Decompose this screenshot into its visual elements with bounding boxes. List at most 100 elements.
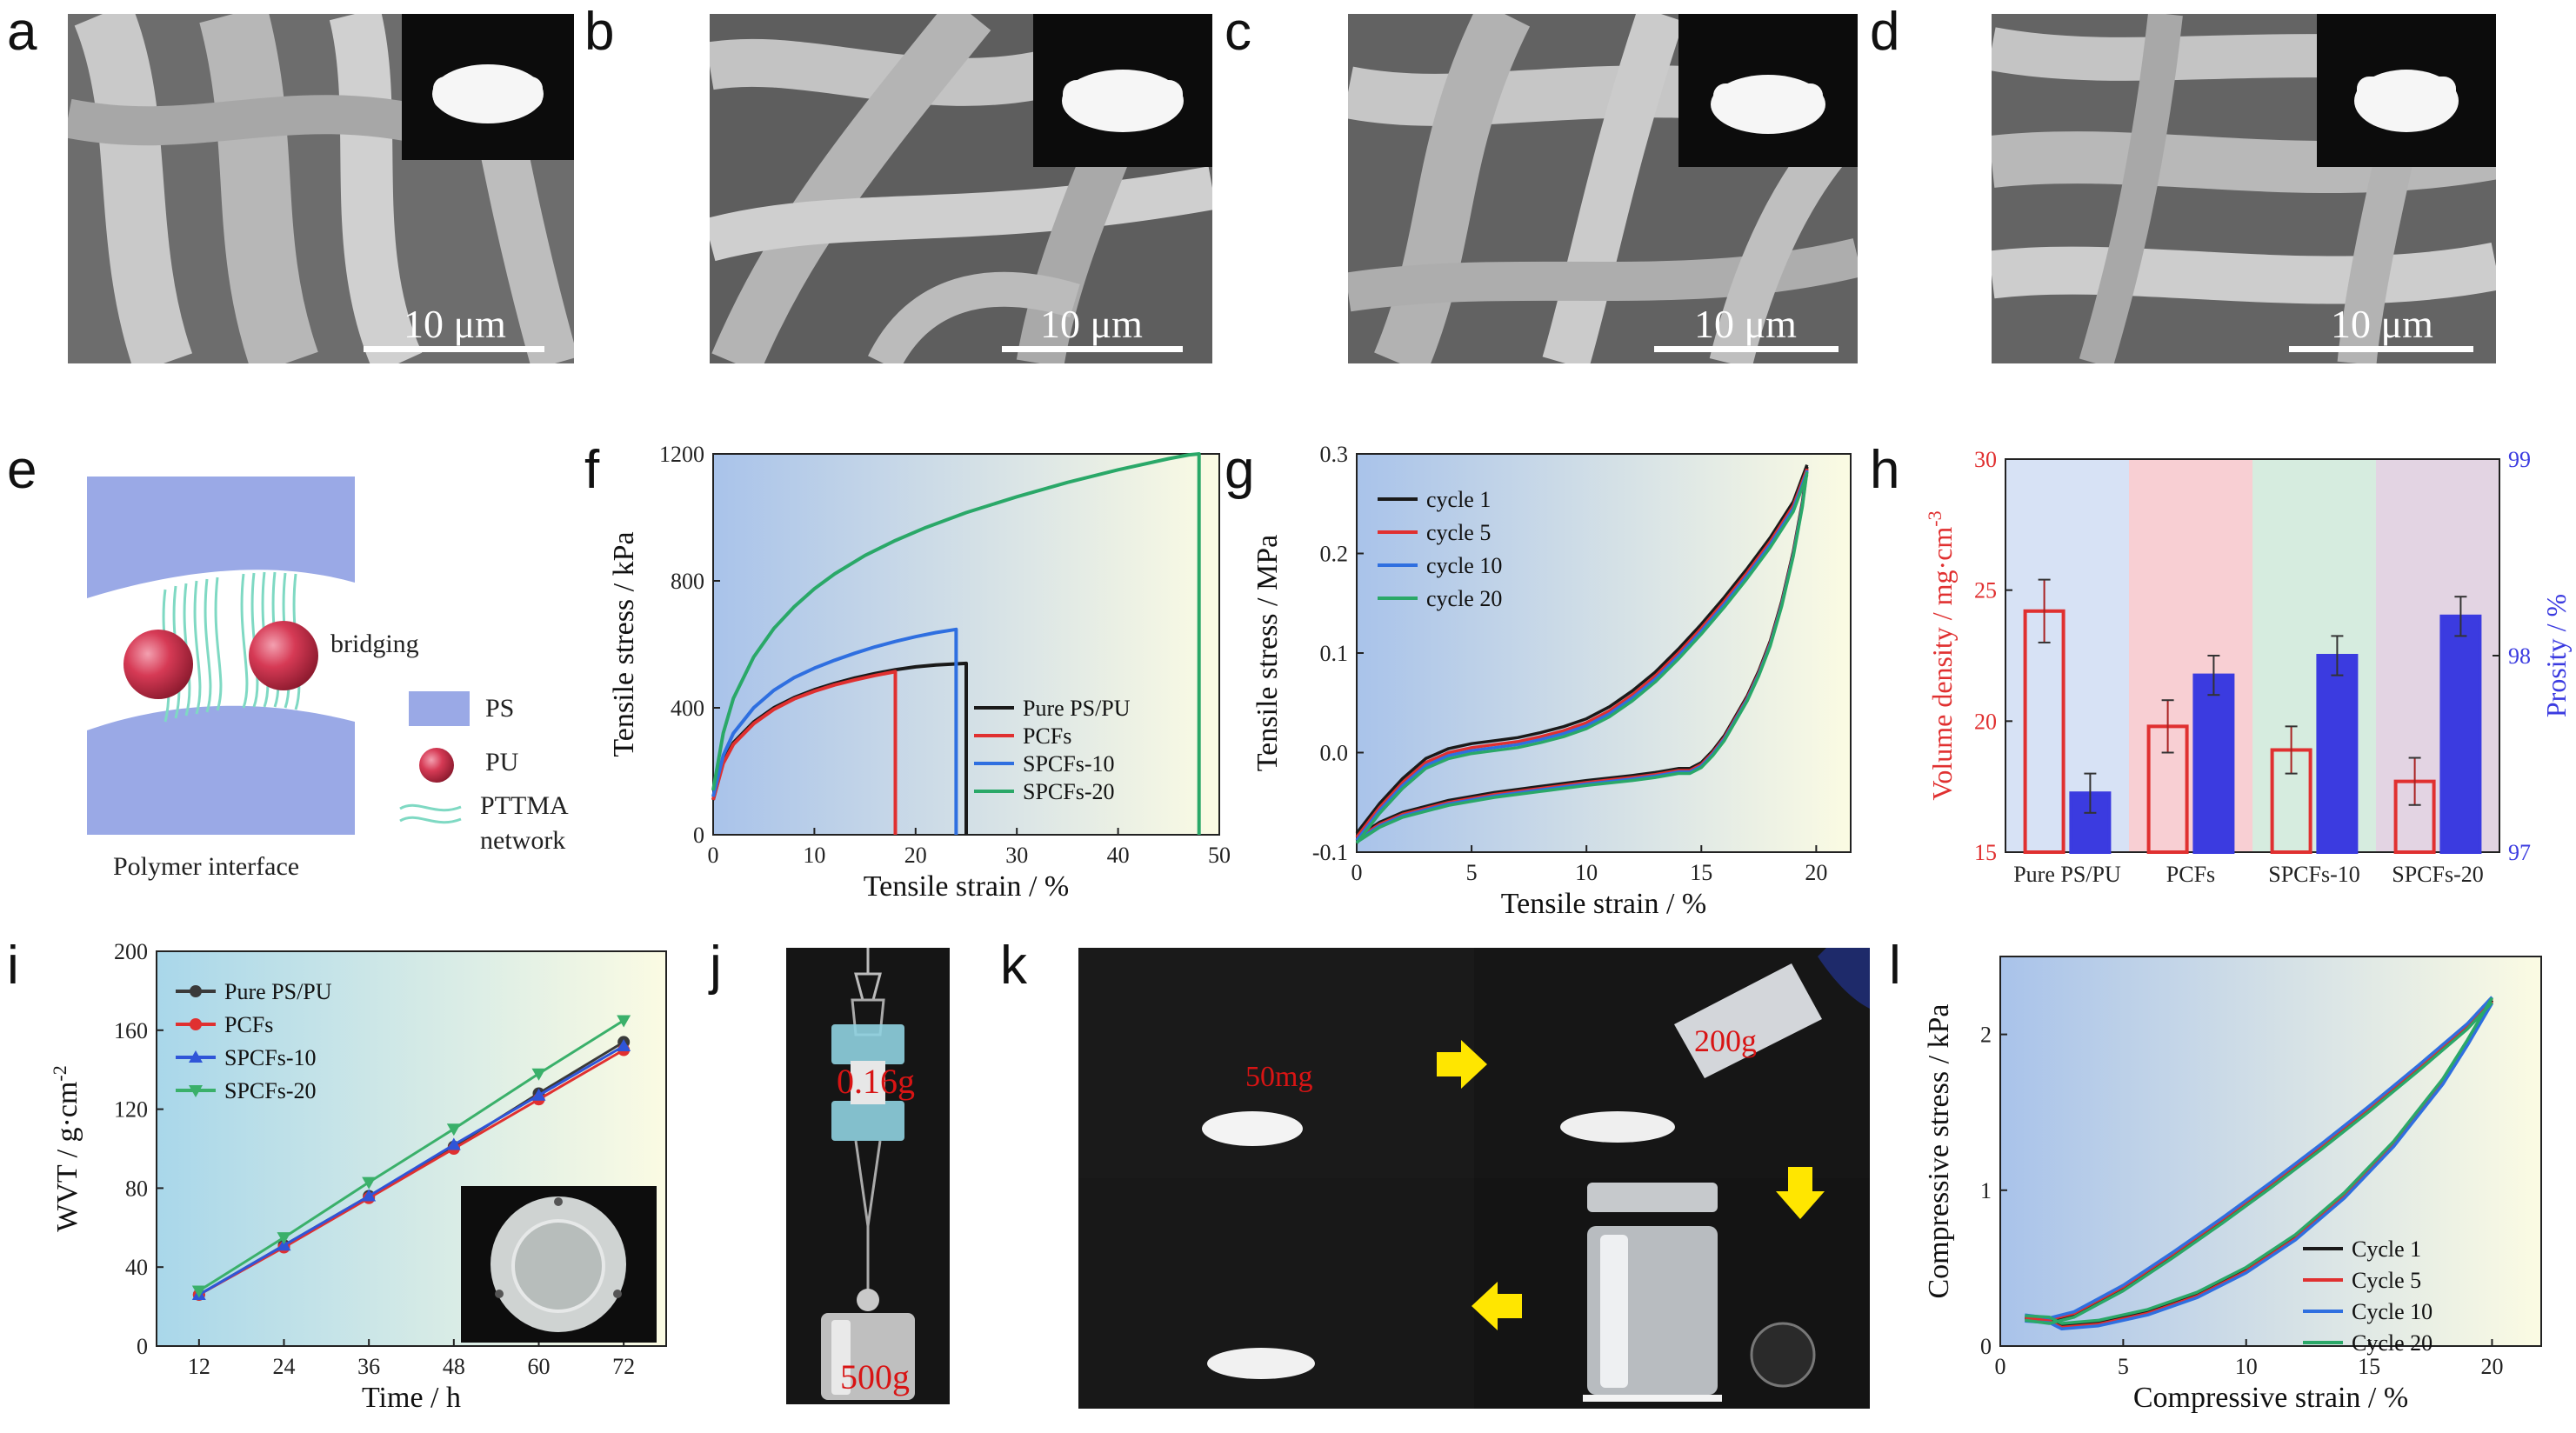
label-500g: 500g [840, 1357, 910, 1396]
data-point [190, 985, 202, 997]
x-tick-label: 36 [357, 1354, 380, 1379]
data-point [362, 1189, 377, 1202]
scale-bar [364, 346, 544, 352]
y2-tick-label: 99 [2508, 447, 2531, 472]
foam-photo-inset [402, 14, 574, 160]
loading-curve-cycle 1 [1355, 463, 1809, 835]
panel-letter-k: k [1000, 936, 1027, 996]
panel-letter-l: l [1889, 936, 1901, 996]
foam-sample [1207, 1348, 1315, 1379]
scale-bar [1654, 346, 1839, 352]
legend-label: cycle 10 [1426, 553, 1502, 578]
legend-pttma-swatch [399, 803, 462, 824]
data-point [617, 1038, 631, 1051]
y-tick-label: 30 [1974, 447, 1997, 472]
legend-network-label: network [480, 826, 566, 855]
x-tick-label: 48 [443, 1354, 465, 1379]
x-tick-label: 20 [1805, 860, 1827, 885]
panel-letter-g: g [1225, 440, 1255, 500]
sem-image-c: 10 μm [1348, 14, 1858, 363]
y-tick-label: 0.2 [1320, 542, 1349, 567]
y2-tick-label: 97 [2508, 840, 2531, 865]
x-tick-label: 15 [2358, 1354, 2380, 1379]
y-axis-label: Tensile stress / MPa [1251, 535, 1284, 771]
y-axis-label: WVT / g·cm-2 [49, 1065, 84, 1231]
legend-pttma-label: PTTMA [480, 791, 569, 820]
loading-curve-Cycle 10 [2025, 996, 2493, 1320]
bridging-label: bridging [330, 630, 419, 658]
legend-pu-label: PU [485, 748, 519, 776]
series-line-SPCFs-20 [198, 1019, 624, 1292]
y-tick-label: 0.1 [1320, 641, 1349, 666]
x-tick-label: 10 [1575, 860, 1598, 885]
y-axis-label: Tensile stress / kPa [608, 531, 640, 756]
x-axis-label: Time / h [362, 1382, 461, 1414]
x-axis-label: Tensile strain / % [1501, 888, 1707, 920]
series-line-PCFs [711, 670, 898, 835]
x-tick-label: 0 [1351, 860, 1363, 885]
x-tick-label: 30 [1005, 843, 1028, 868]
series-line-SPCFs-10 [711, 627, 958, 835]
plot-background [2000, 956, 2541, 1346]
legend-label: SPCFs-10 [224, 1045, 317, 1070]
legend-label: SPCFs-10 [1023, 751, 1115, 776]
panel-letter-c: c [1225, 2, 1251, 62]
foam-photo-inset [1033, 14, 1212, 167]
schematic-caption: Polymer interface [113, 852, 300, 881]
legend-label: Pure PS/PU [1023, 696, 1131, 721]
y-tick-label: 25 [1974, 578, 1997, 603]
direction-arrows [1437, 1040, 1825, 1330]
y-tick-label: 1200 [659, 442, 704, 467]
loading-curve-Cycle 20 [2025, 1001, 2493, 1325]
data-point [190, 1018, 202, 1030]
data-point [617, 1015, 631, 1028]
ps-phase-top [87, 477, 355, 598]
y-tick-label: 0 [1980, 1334, 1992, 1359]
series-line-SPCFs-20 [711, 452, 1201, 835]
x-tick-label: 5 [1466, 860, 1478, 885]
unloading-curve-Cycle 20 [2025, 996, 2494, 1325]
y-tick-label: 800 [671, 569, 704, 594]
y-tick-label: 200 [114, 939, 148, 964]
y-axis-label: Compressive stress / kPa [1923, 1003, 1955, 1298]
y-tick-label: 40 [125, 1255, 148, 1280]
plot-frame [1999, 956, 2542, 1347]
legend-pu-swatch [419, 748, 454, 783]
x-axis-label: Tensile strain / % [864, 870, 1070, 903]
y-tick-label: 80 [125, 1176, 148, 1201]
legend-label: PCFs [1023, 723, 1071, 749]
scale-bar-label: 10 μm [2331, 302, 2433, 346]
label-50mg: 50mg [1245, 1061, 1313, 1093]
series-line-PCFs [198, 1049, 624, 1296]
x-tick-label: 15 [1690, 860, 1712, 885]
legend-label: Pure PS/PU [224, 979, 332, 1004]
x-tick-label: 10 [2235, 1354, 2258, 1379]
bar [2069, 791, 2112, 855]
foam-sample [1202, 1111, 1303, 1146]
sem-image-a: 10 μm [68, 14, 574, 363]
loading-curve-cycle 20 [1355, 474, 1809, 844]
y-tick-label: 400 [671, 696, 704, 721]
x-axis-label: Compressive strain / % [2133, 1382, 2408, 1414]
polymer-interface-schematic: bridging PS PU PTTMA network Polymer int… [78, 470, 600, 887]
data-point [277, 1238, 291, 1251]
plot-frame [156, 950, 667, 1347]
sem-image-d: 10 μm [1992, 14, 2496, 363]
scale-bar [2289, 346, 2473, 352]
legend-label: Cycle 20 [2352, 1330, 2433, 1356]
x-tick-label: 50 [1208, 843, 1231, 868]
legend-label: PCFs [224, 1012, 273, 1037]
x-tick-label: 12 [188, 1354, 210, 1379]
legend-label: Cycle 10 [2352, 1299, 2433, 1324]
y-tick-label: 20 [1974, 709, 1997, 734]
plot-background [1357, 454, 1851, 852]
bar [2316, 654, 2359, 854]
y-tick-label: 0.3 [1320, 442, 1349, 467]
weight-top [1587, 1183, 1718, 1212]
ps-phase-bottom [87, 705, 355, 835]
x-tick-label: 0 [1995, 1354, 2006, 1379]
